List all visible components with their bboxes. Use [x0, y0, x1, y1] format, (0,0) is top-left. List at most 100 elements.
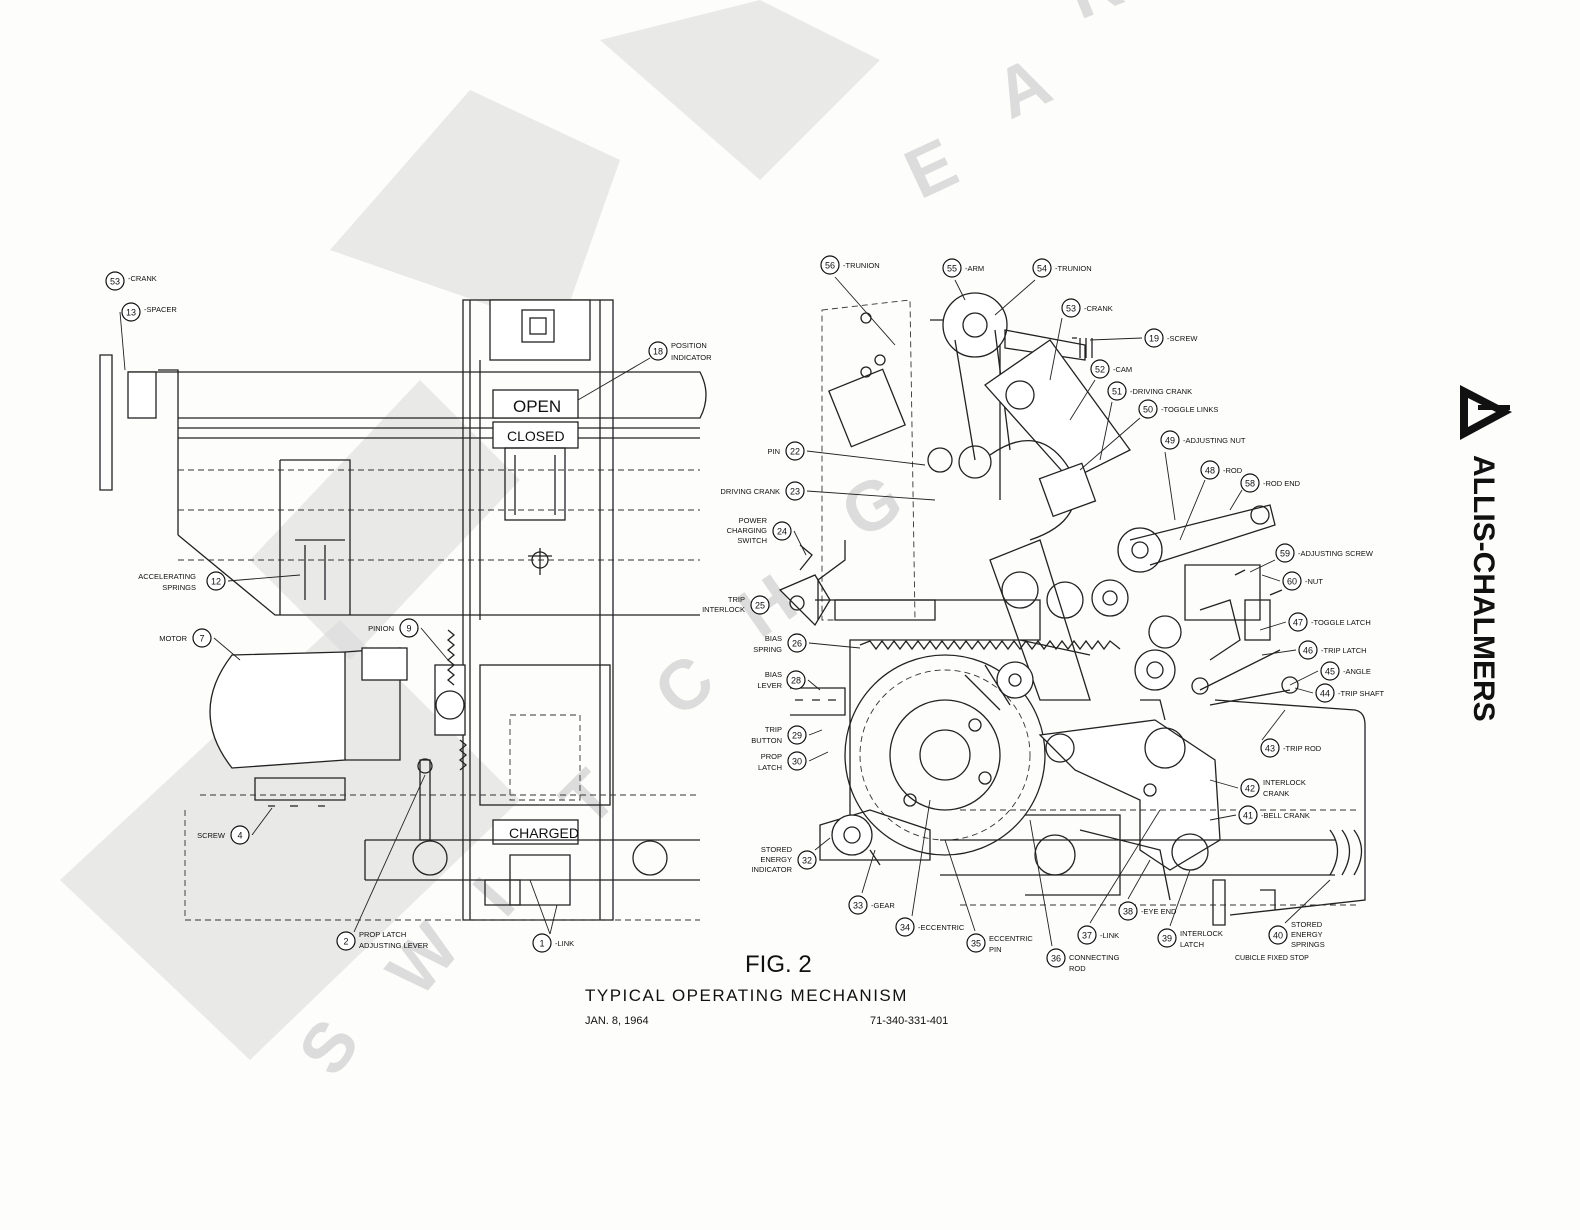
leader-lines: [119, 276, 1331, 947]
charged-indicator: CHARGED: [509, 825, 579, 841]
callout-label: POSITION: [671, 341, 707, 350]
callout-circle: [206, 571, 226, 591]
leader-line: [808, 642, 861, 649]
callout: 55-ARM: [942, 258, 984, 278]
callout-label: -ECCENTRIC: [918, 923, 965, 932]
watermark-letter: G: [829, 458, 915, 553]
callout-circle: [1268, 925, 1288, 945]
callout-circle: [848, 895, 868, 915]
callout-number: 30: [792, 757, 802, 767]
callout-number: 52: [1095, 365, 1105, 375]
callout-label: -TRUNION: [843, 261, 880, 270]
drawing-number: 71-340-331-401: [870, 1015, 948, 1027]
callout-number: 18: [653, 347, 663, 357]
callout-number: 56: [825, 261, 835, 271]
callout-label: TRIP: [765, 725, 782, 734]
callout: 46-TRIP LATCH: [1298, 640, 1367, 660]
leader-line: [1209, 779, 1239, 789]
leader-line: [1164, 451, 1176, 521]
leader-line: [1259, 621, 1287, 631]
callout-label: INDICATOR: [671, 353, 712, 362]
callout-label: -NUT: [1305, 577, 1323, 586]
watermark-letter: E: [893, 123, 968, 213]
callout-label: PIN: [989, 945, 1002, 954]
leader-line: [353, 774, 426, 933]
brand-name: ALLIS-CHALMERS: [1467, 455, 1500, 722]
callout-circle: [399, 618, 419, 638]
callout-number: 36: [1051, 954, 1061, 964]
callout-number: 40: [1273, 931, 1283, 941]
callout-circle: [648, 341, 668, 361]
callout-number: 12: [211, 577, 221, 587]
callout-label: ACCELERATING: [138, 572, 196, 581]
callout-label: STORED: [1291, 920, 1323, 929]
figure-title: TYPICAL OPERATING MECHANISM: [585, 986, 908, 1005]
callout-number: 26: [792, 639, 802, 649]
callout-label: BIAS: [765, 634, 782, 643]
callout: 53-CRANK: [105, 271, 157, 291]
callout-number: 23: [790, 487, 800, 497]
callout-number: 24: [777, 527, 787, 537]
callout-label: -CRANK: [128, 274, 157, 283]
callout-number: 48: [1205, 466, 1215, 476]
leader-line: [1284, 879, 1331, 924]
callout-number: 41: [1243, 811, 1253, 821]
callout-circle: [1118, 901, 1138, 921]
brand-logo-mark: [1460, 385, 1512, 440]
callout-circle: [1077, 925, 1097, 945]
leader-line: [529, 879, 551, 935]
callout-label: SPRING: [753, 645, 782, 654]
leader-line: [1249, 559, 1276, 573]
callout-circle: [797, 850, 817, 870]
callout-circle: [1282, 571, 1302, 591]
callout: 51-DRIVING CRANK: [1107, 381, 1192, 401]
leader-line: [808, 729, 823, 736]
callout-label: BUTTON: [751, 736, 782, 745]
callout-label: -GEAR: [871, 901, 895, 910]
leader-line: [1089, 809, 1161, 924]
callout: 54-TRUNION: [1032, 258, 1092, 278]
callout-number: 34: [900, 923, 910, 933]
callout-circle: [1200, 460, 1220, 480]
callout-circle: [1298, 640, 1318, 660]
callout-number: 42: [1245, 784, 1255, 794]
callout-number: 35: [971, 939, 981, 949]
leader-line: [954, 279, 966, 301]
callout-circle: [192, 628, 212, 648]
open-indicator: OPEN: [513, 397, 561, 416]
callout-label: PROP LATCH: [359, 930, 406, 939]
callout-label: TRIP: [728, 595, 745, 604]
callout-circle: [1240, 473, 1260, 493]
leader-line: [861, 849, 876, 894]
callout-label: -CAM: [1113, 365, 1132, 374]
callout-label: CONNECTING: [1069, 953, 1120, 962]
leader-line: [1069, 379, 1096, 421]
callout: 43-TRIP ROD: [1260, 738, 1322, 758]
callout-label: LATCH: [1180, 940, 1204, 949]
callout-label: -ROD END: [1263, 479, 1301, 488]
callout-label: -SCREW: [1167, 334, 1198, 343]
callout: 47-TOGGLE LATCH: [1288, 612, 1371, 632]
callout: 56 -TRUNION: [820, 255, 880, 275]
leader-line: [1261, 709, 1286, 741]
callout-number: 2: [343, 937, 348, 947]
callout-circle: [1160, 430, 1180, 450]
callout-number: 53: [1066, 304, 1076, 314]
callout-label: -TRIP ROD: [1283, 744, 1322, 753]
callout-label: -ARM: [965, 264, 984, 273]
callout-number: 49: [1165, 436, 1175, 446]
callout-circle: [532, 933, 552, 953]
callout-label: ENERGY: [760, 855, 792, 864]
leader-line: [1089, 337, 1143, 341]
